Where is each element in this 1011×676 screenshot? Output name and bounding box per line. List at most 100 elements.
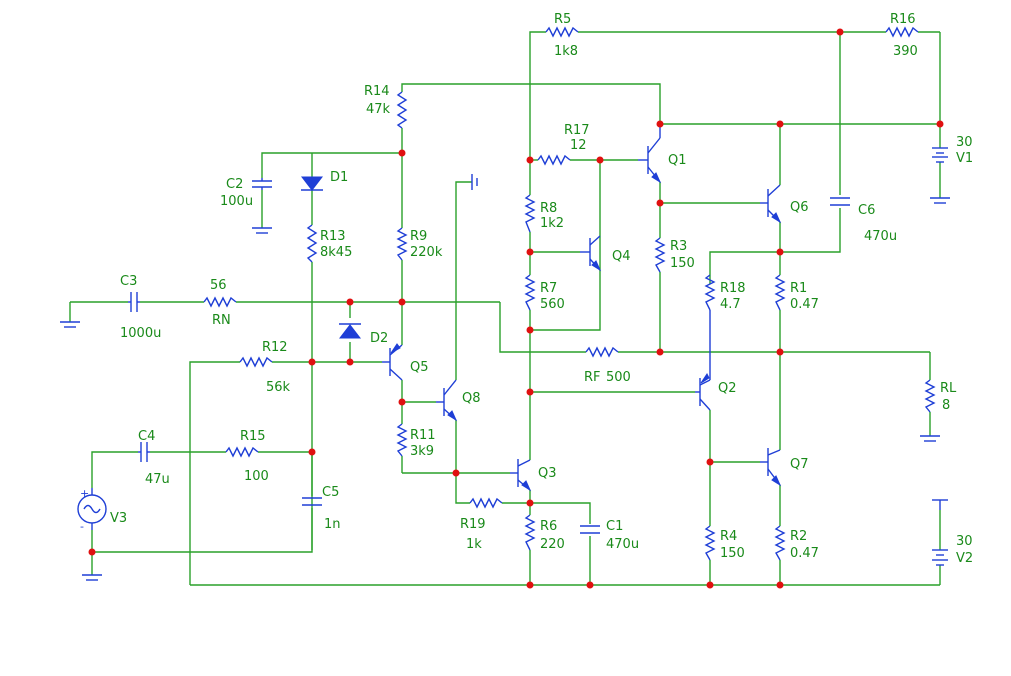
- label-r13-value: 8k45: [320, 245, 352, 260]
- capacitor-c5: [302, 497, 322, 506]
- label-r3-id: R3: [670, 239, 687, 254]
- capacitor-c3: [128, 292, 140, 312]
- label-q2-id: Q2: [718, 381, 737, 396]
- label-r18-value: 4.7: [720, 297, 741, 312]
- label-q7-id: Q7: [790, 457, 809, 472]
- capacitor-c2: [252, 178, 272, 190]
- resistor-r19: [469, 497, 503, 509]
- label-r9-value: 220k: [410, 245, 443, 260]
- transistor-q3: [510, 459, 532, 492]
- label-c2-id: C2: [226, 177, 243, 192]
- wires: [69, 31, 941, 586]
- ground-v1: [930, 197, 950, 204]
- resistor-r12: [239, 356, 273, 368]
- resistor-r5: [545, 26, 579, 38]
- v3-minus-sign: -: [80, 520, 84, 533]
- transistor-q1: [638, 124, 662, 184]
- label-r6-id: R6: [540, 519, 557, 534]
- label-r11-value: 3k9: [410, 444, 434, 459]
- resistor-rn: [203, 296, 237, 308]
- label-r13-id: R13: [320, 229, 346, 244]
- label-r14-value: 47k: [366, 102, 391, 117]
- label-c3-value: 1000u: [120, 326, 161, 341]
- ground-input: [60, 321, 80, 328]
- ground-rl: [920, 435, 940, 442]
- label-d1-id: D1: [330, 170, 348, 185]
- label-c2-value: 100u: [220, 194, 253, 209]
- label-v2-value: 30: [956, 534, 973, 549]
- label-r18-id: R18: [720, 281, 746, 296]
- label-r17-value: 12: [570, 138, 587, 153]
- label-r2-id: R2: [790, 529, 807, 544]
- label-r1-id: R1: [790, 281, 807, 296]
- resistor-r9: [396, 227, 408, 261]
- label-v3-id: V3: [110, 511, 127, 526]
- resistor-r8: [524, 194, 536, 233]
- capacitor-c1: [580, 525, 600, 534]
- label-v1-value: 30: [956, 135, 973, 150]
- resistor-r14: [396, 91, 408, 129]
- transistor-q7: [760, 448, 782, 487]
- label-c5-id: C5: [322, 485, 339, 500]
- resistor-r17: [537, 154, 571, 166]
- label-c1-id: C1: [606, 519, 623, 534]
- resistor-rf: [585, 346, 619, 358]
- label-rn-id: RN: [212, 313, 231, 328]
- resistor-r4: [704, 525, 716, 561]
- capacitor-c6: [830, 197, 850, 206]
- diode-d1: [300, 176, 324, 191]
- label-r2-value: 0.47: [790, 546, 819, 561]
- label-q4-id: Q4: [612, 249, 631, 264]
- label-r8-value: 1k2: [540, 216, 564, 231]
- resistor-r2: [774, 525, 786, 561]
- resistor-r13: [306, 224, 318, 263]
- transistor-q5: [382, 343, 403, 381]
- label-v1-id: V1: [956, 151, 973, 166]
- label-rl-id: RL: [940, 381, 957, 396]
- label-r12-id: R12: [262, 340, 288, 355]
- transistor-q4: [580, 235, 602, 272]
- resistor-r15: [225, 446, 259, 458]
- junction-nodes: [88, 28, 944, 589]
- label-r9-id: R9: [410, 229, 427, 244]
- label-d2-id: D2: [370, 331, 388, 346]
- resistor-r1: [774, 274, 786, 311]
- label-r17-id: R17: [564, 123, 590, 138]
- battery-v1: [932, 147, 948, 163]
- label-r4-id: R4: [720, 529, 737, 544]
- label-r3-value: 150: [670, 256, 695, 271]
- label-rf-value: 500: [606, 370, 631, 385]
- label-q1-id: Q1: [668, 153, 687, 168]
- ac-source-v3: [77, 488, 107, 530]
- label-r11-id: R11: [410, 428, 436, 443]
- label-r5-id: R5: [554, 12, 571, 27]
- label-r19-value: 1k: [466, 537, 482, 552]
- resistor-r18: [704, 274, 716, 311]
- label-r8-id: R8: [540, 201, 557, 216]
- label-q5-id: Q5: [410, 360, 429, 375]
- component-labels: R5 1k8 R16 390 R14 47k R17 12 Q1 30 V1 C…: [110, 12, 973, 566]
- transistor-q6: [760, 184, 782, 224]
- ground-q8: [471, 174, 478, 190]
- capacitor-c4: [138, 442, 150, 462]
- resistor-r16: [885, 26, 919, 38]
- label-rn-value: 56: [210, 278, 227, 293]
- battery-v2: [932, 499, 948, 566]
- v3-plus-sign: +: [80, 487, 89, 500]
- label-c1-value: 470u: [606, 537, 639, 552]
- label-c6-id: C6: [858, 203, 875, 218]
- label-v2-id: V2: [956, 551, 973, 566]
- label-c5-value: 1n: [324, 517, 341, 532]
- label-r16-value: 390: [893, 44, 918, 59]
- resistor-r6: [524, 514, 536, 551]
- label-r19-id: R19: [460, 517, 486, 532]
- label-r15-value: 100: [244, 469, 269, 484]
- label-q3-id: Q3: [538, 466, 557, 481]
- label-c6-value: 470u: [864, 229, 897, 244]
- label-r5-value: 1k8: [554, 44, 578, 59]
- resistor-rl: [924, 379, 936, 413]
- label-r16-id: R16: [890, 12, 916, 27]
- label-rl-value: 8: [942, 398, 950, 413]
- label-c3-id: C3: [120, 274, 137, 289]
